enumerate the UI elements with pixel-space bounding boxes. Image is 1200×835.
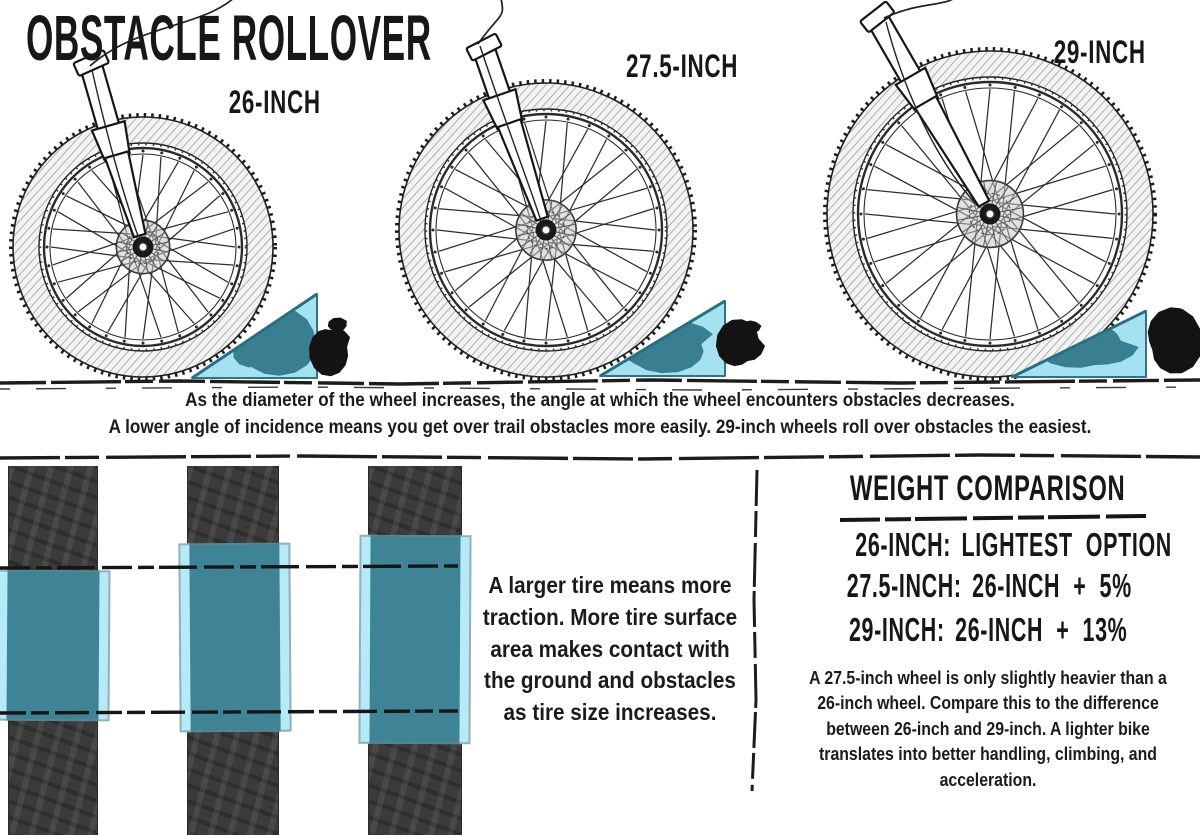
vertical-divider-line [750,469,759,792]
page-title: OBSTACLE ROLLOVER [26,2,432,74]
wheel-label-29: 29-INCH [980,36,1200,68]
wheel-label-29-text: 29-INCH [1053,34,1147,70]
contact-patch-26 [0,569,111,722]
traction-text: A larger tire means more traction. More … [482,572,738,726]
weight-row-26: 26-INCH:LIGHTEST OPTION [770,528,1200,561]
obstacle-27-5 [599,299,766,378]
section-divider-line [0,453,1200,461]
weight-row-27-5-size: 27.5-INCH: [846,567,962,604]
wheel-label-26: 26-INCH [155,86,395,118]
weight-row-26-size: 26-INCH: [855,526,952,563]
weight-row-27-5-value: 26-INCH + 5% [972,567,1132,604]
contact-patch-29 [358,534,472,745]
weight-comparison-note: A 27.5-inch wheel is only slightly heavi… [809,668,1167,790]
weight-comparison-heading-text: WEIGHT COMPARISON [850,469,1126,508]
weight-row-29: 29-INCH:26-INCH + 13% [770,613,1200,646]
wheel-label-26-text: 26-INCH [228,84,322,120]
weight-row-26-text: 26-INCH:LIGHTEST OPTION [855,528,1172,561]
obstacle-29 [1011,307,1200,379]
rollover-caption: As the diameter of the wheel increases, … [108,390,1092,438]
weight-row-27-5-text: 27.5-INCH: 26-INCH + 5% [847,569,1132,602]
contact-patch-27-5 [178,542,292,733]
weight-comparison-heading: WEIGHT COMPARISON [770,471,1200,506]
weight-row-29-size: 29-INCH: [848,611,945,648]
weight-row-29-text: 29-INCH:26-INCH + 13% [849,613,1127,646]
weight-row-29-value: 26-INCH + 13% [954,611,1128,648]
ground-line [0,378,1200,386]
wheel-label-27-5: 27.5-INCH [562,50,802,82]
weight-row-26-value: LIGHTEST OPTION [961,526,1172,563]
weight-heading-underline [839,514,1147,522]
wheel-label-27-5-text: 27.5-INCH [625,48,739,84]
obstacle-26 [191,292,350,380]
weight-row-27-5: 27.5-INCH: 26-INCH + 5% [770,569,1200,602]
